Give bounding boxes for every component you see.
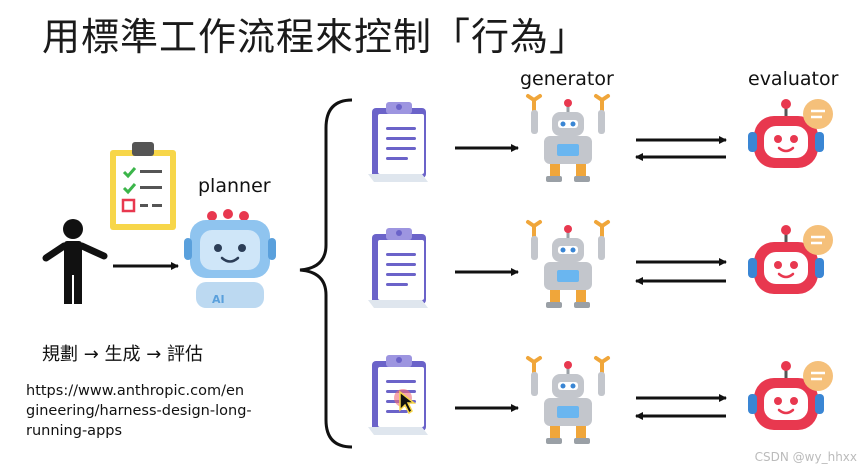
process-steps: 規劃 → 生成 → 評估 <box>42 344 204 365</box>
url-line: https://www.anthropic.com/en <box>26 383 245 399</box>
task-clipboard-icon <box>368 102 428 182</box>
source-url[interactable]: https://www.anthropic.com/en gineering/h… <box>26 381 252 441</box>
evaluator-label: evaluator <box>748 68 839 90</box>
workflow-row-2 <box>368 220 835 310</box>
generator-robot-icon <box>526 356 610 446</box>
evaluator-robot-icon <box>746 223 835 296</box>
page-title: 用標準工作流程來控制「行為」 <box>42 15 589 59</box>
evaluator-robot-icon <box>746 97 835 170</box>
generator-label: generator <box>520 68 614 90</box>
task-clipboard-icon <box>368 228 428 308</box>
url-line: running-apps <box>26 423 123 439</box>
generator-robot-icon <box>526 94 610 184</box>
planner-robot-icon: AI <box>184 209 276 308</box>
ai-badge: AI <box>212 293 225 306</box>
workflow-row-3 <box>368 355 835 446</box>
person-icon <box>42 219 108 304</box>
workflow-row-1 <box>368 94 835 184</box>
planner-label: planner <box>198 175 271 197</box>
watermark: CSDN @wy_hhxx <box>754 450 857 464</box>
checklist-clipboard-icon <box>110 142 176 230</box>
pointer-cursor-icon <box>394 389 417 415</box>
url-line: gineering/harness-design-long- <box>26 403 252 419</box>
generator-robot-icon <box>526 220 610 310</box>
evaluator-robot-icon <box>746 359 835 432</box>
brace <box>299 98 353 449</box>
